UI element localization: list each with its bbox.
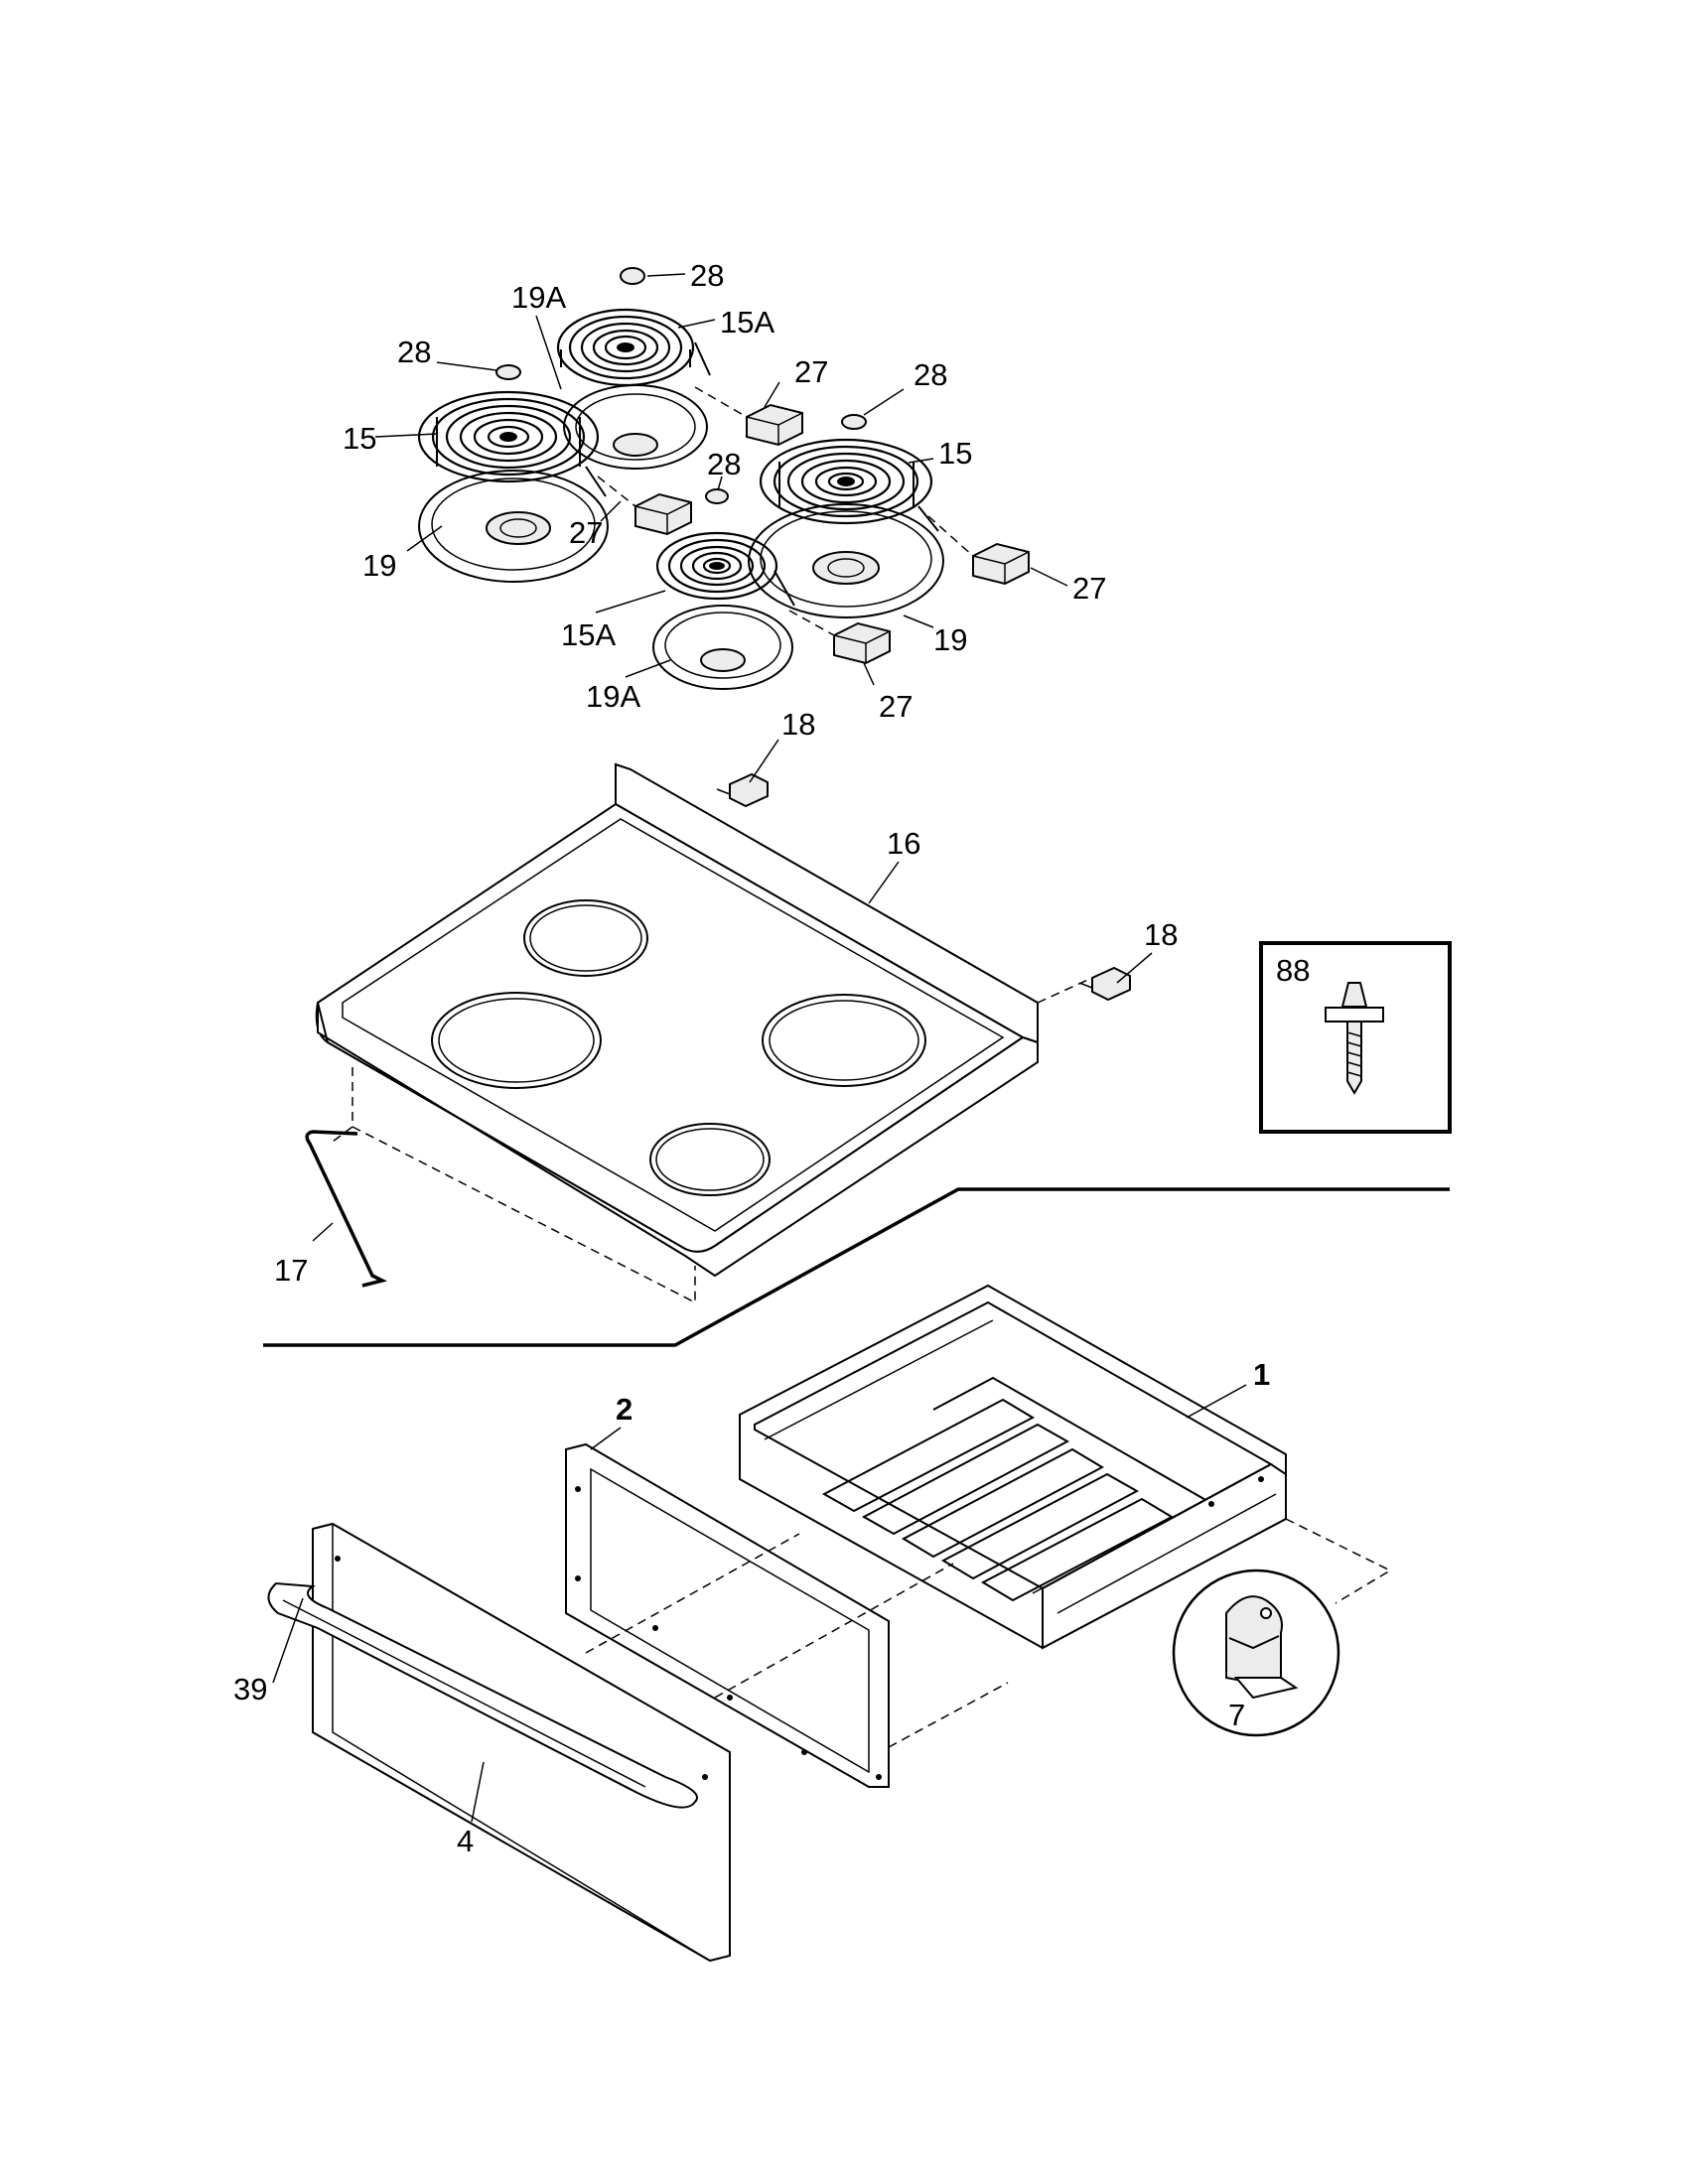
main-top-16 bbox=[315, 762, 1039, 1278]
callout-4: 4 bbox=[457, 1824, 474, 1858]
callout-28-top: 28 bbox=[690, 258, 724, 293]
receptacle-27-c bbox=[972, 542, 1030, 586]
callout-17: 17 bbox=[274, 1253, 308, 1288]
surface-element-15a-bottom bbox=[655, 531, 795, 607]
inset-box-88 bbox=[1259, 941, 1452, 1134]
inset-circle-7 bbox=[1172, 1569, 1340, 1737]
callout-27-top: 27 bbox=[794, 354, 828, 389]
callout-88: 88 bbox=[1276, 953, 1310, 988]
callout-15a-bottom: 15A bbox=[561, 617, 616, 652]
callout-15a-top: 15A bbox=[720, 305, 774, 340]
callout-16: 16 bbox=[887, 826, 920, 861]
callout-28-right: 28 bbox=[914, 357, 947, 392]
drawer-body-1 bbox=[739, 1284, 1287, 1650]
surface-element-15a-top bbox=[556, 308, 711, 387]
callout-27-bottom: 27 bbox=[879, 689, 913, 724]
callout-39: 39 bbox=[233, 1672, 267, 1706]
handle-39 bbox=[267, 1581, 698, 1809]
receptacle-27-a bbox=[746, 403, 803, 447]
cap-28-a bbox=[620, 267, 645, 285]
callout-2: 2 bbox=[616, 1392, 633, 1427]
surface-element-15-left bbox=[417, 390, 607, 497]
hinge-clip-18-b bbox=[1078, 966, 1131, 1002]
drip-bowl-19a-top bbox=[563, 384, 708, 470]
drip-bowl-19-left bbox=[418, 470, 609, 583]
receptacle-27-d bbox=[833, 621, 891, 665]
drip-bowl-19a-bottom bbox=[652, 605, 793, 690]
callout-18-top: 18 bbox=[781, 707, 815, 742]
drawer-front-4 bbox=[312, 1522, 731, 1963]
cap-28-d bbox=[705, 488, 729, 504]
callout-19a-bottom: 19A bbox=[586, 679, 640, 714]
callout-19-right: 19 bbox=[933, 622, 967, 657]
leader-lines bbox=[272, 273, 1247, 1823]
callout-19-left: 19 bbox=[362, 548, 396, 583]
callout-27-right: 27 bbox=[1072, 571, 1106, 606]
callout-15-right: 15 bbox=[938, 436, 972, 471]
callout-28-center: 28 bbox=[707, 447, 741, 481]
callout-27-left: 27 bbox=[569, 515, 603, 550]
callout-18-right: 18 bbox=[1144, 917, 1178, 952]
receptacle-27-b bbox=[634, 492, 692, 536]
wire-support-17 bbox=[305, 1130, 388, 1288]
surface-element-15-right bbox=[759, 438, 939, 532]
cap-28-c bbox=[841, 414, 867, 430]
hinge-clip-18-a bbox=[716, 772, 769, 808]
drawer-panel-2 bbox=[565, 1442, 890, 1788]
callout-15-left: 15 bbox=[343, 421, 376, 456]
cap-28-b bbox=[495, 364, 521, 380]
callout-7: 7 bbox=[1228, 1698, 1245, 1732]
callout-1: 1 bbox=[1253, 1357, 1270, 1392]
callout-28-left: 28 bbox=[397, 335, 431, 369]
drip-bowl-19-right bbox=[748, 503, 944, 618]
callout-19a-top: 19A bbox=[511, 280, 566, 315]
